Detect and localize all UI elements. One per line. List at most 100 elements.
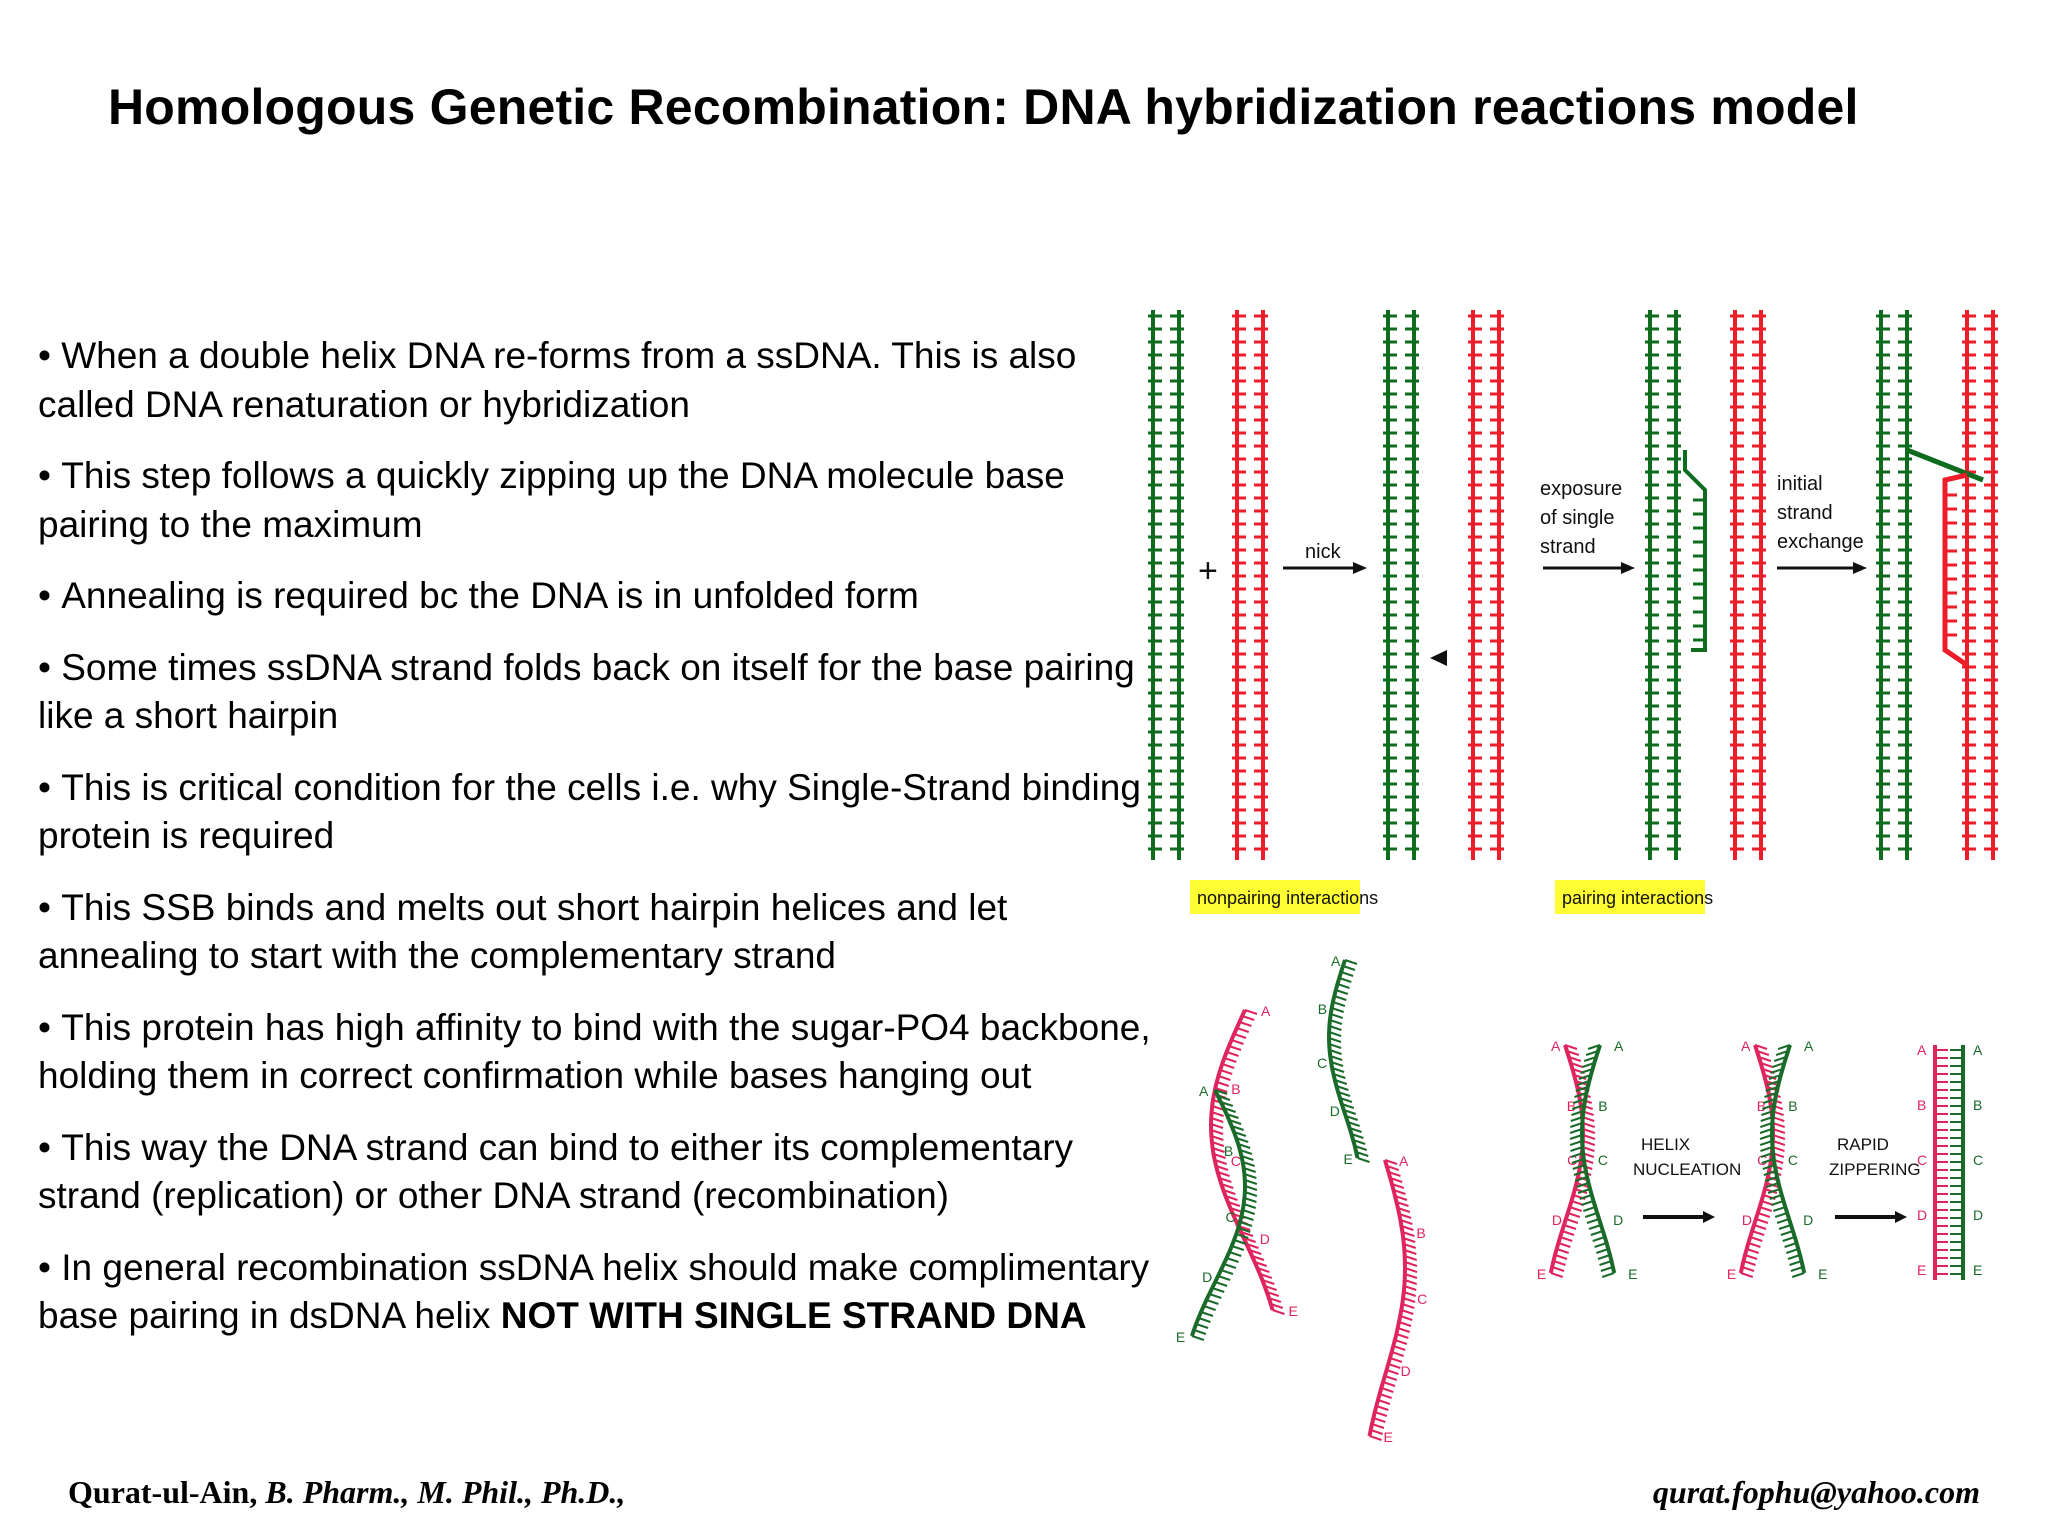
bullet-item-last: In general recombination ssDNA helix sho… <box>38 1244 1158 1341</box>
base-label: E <box>1818 1266 1827 1282</box>
base-label: E <box>1628 1266 1637 1282</box>
base-label: B <box>1231 1081 1240 1097</box>
base-label: D <box>1742 1212 1752 1228</box>
bullet-item: When a double helix DNA re-forms from a … <box>38 332 1158 429</box>
pairing-label: pairing interactions <box>1562 888 1713 908</box>
bullet-item: This SSB binds and melts out short hairp… <box>38 884 1158 981</box>
base-label: A <box>1399 1153 1409 1169</box>
nonpairing-highlight <box>1190 880 1360 914</box>
bullet-item: This is critical condition for the cells… <box>38 764 1158 861</box>
pink-strand-2: A B C D E <box>1367 1153 1427 1445</box>
base-label: B <box>1416 1225 1425 1241</box>
base-label: B <box>1598 1098 1607 1114</box>
green-strand-4: A B C D E <box>1759 1038 1828 1282</box>
base-label: C <box>1231 1153 1241 1169</box>
base-label: A <box>1917 1042 1927 1058</box>
red-duplex-4 <box>1962 310 1998 860</box>
pink-strand-3: A B C D E <box>1537 1038 1596 1282</box>
strand-exchange-crossover <box>1906 447 1984 668</box>
green-strand-1: A B C D E <box>1176 1083 1258 1345</box>
green-duplex-2 <box>1383 310 1419 860</box>
base-label: D <box>1260 1231 1270 1247</box>
base-label: E <box>1289 1303 1298 1319</box>
plus-sign: + <box>1198 552 1218 590</box>
base-label: A <box>1331 953 1341 969</box>
base-label: C <box>1788 1152 1798 1168</box>
bullet-item: This step follows a quickly zipping up t… <box>38 452 1158 549</box>
base-label: A <box>1614 1038 1624 1054</box>
exposure-label-2: of single <box>1540 507 1615 529</box>
author-name: Qurat-ul-Ain, <box>68 1474 258 1510</box>
base-label: E <box>1973 1262 1982 1278</box>
base-label: D <box>1401 1363 1411 1379</box>
base-label: E <box>1917 1262 1926 1278</box>
initial-exchange-arrow: initial strand exchange <box>1777 473 1867 574</box>
exposure-label-3: strand <box>1540 536 1596 558</box>
base-label: A <box>1261 1003 1271 1019</box>
nick-arrow: nick <box>1283 541 1367 574</box>
base-label: A <box>1973 1042 1983 1058</box>
red-duplex-1 <box>1232 310 1268 860</box>
base-label: B <box>1973 1097 1982 1113</box>
base-label: D <box>1613 1212 1623 1228</box>
bullet-item: Annealing is required bc the DNA is in u… <box>38 572 1158 621</box>
base-label: B <box>1567 1098 1576 1114</box>
bullet-item: This way the DNA strand can bind to eith… <box>38 1124 1158 1221</box>
base-label: C <box>1973 1152 1983 1168</box>
helix-nucleation-label-1: HELIX <box>1641 1135 1690 1154</box>
exposed-single-strand <box>1683 450 1707 652</box>
helix-nucleation-label-2: NUCLEATION <box>1633 1160 1741 1179</box>
base-label: E <box>1384 1429 1393 1445</box>
base-label: B <box>1757 1098 1766 1114</box>
hybridization-diagram: nonpairing interactions pairing interact… <box>1176 880 1983 1445</box>
base-label: A <box>1199 1083 1209 1099</box>
base-label: E <box>1537 1266 1546 1282</box>
base-label: D <box>1803 1212 1813 1228</box>
base-label: D <box>1917 1207 1927 1223</box>
base-label: C <box>1417 1291 1427 1307</box>
strand-exchange-diagram: + nick exposure of single strand initial… <box>1148 310 1998 860</box>
rapid-zippering-label-2: ZIPPERING <box>1829 1160 1921 1179</box>
red-duplex-3 <box>1730 310 1766 860</box>
base-label: A <box>1551 1038 1561 1054</box>
base-label: C <box>1917 1152 1927 1168</box>
bullet-bold-text: NOT WITH SINGLE STRAND DNA <box>500 1295 1087 1336</box>
base-label: D <box>1552 1212 1562 1228</box>
base-label: B <box>1788 1098 1797 1114</box>
author-credentials: B. Pharm., M. Phil., Ph.D., <box>257 1474 626 1510</box>
bullet-list: When a double helix DNA re-forms from a … <box>38 332 1158 1364</box>
bullet-item: Some times ssDNA strand folds back on it… <box>38 644 1158 741</box>
initial-label-2: strand <box>1777 502 1833 524</box>
green-duplex-4 <box>1876 310 1912 860</box>
initial-label-1: initial <box>1777 473 1823 495</box>
bullet-text: In general recombination ssDNA helix sho… <box>38 1246 1150 1337</box>
base-label: C <box>1226 1209 1236 1225</box>
base-label: C <box>1567 1152 1577 1168</box>
base-label: E <box>1176 1329 1185 1345</box>
pairing-highlight <box>1555 880 1705 914</box>
rapid-zippering-label-1: RAPID <box>1837 1135 1889 1154</box>
red-duplex-2 <box>1468 310 1504 860</box>
base-label: E <box>1727 1266 1736 1282</box>
exposure-arrow: exposure of single strand <box>1540 478 1635 574</box>
bullet-item: This protein has high affinity to bind w… <box>38 1004 1158 1101</box>
nonpairing-label: nonpairing interactions <box>1197 888 1378 908</box>
base-label: A <box>1804 1038 1814 1054</box>
base-label: D <box>1330 1103 1340 1119</box>
green-duplex-1 <box>1148 310 1184 860</box>
slide-title: Homologous Genetic Recombination: DNA hy… <box>108 79 1859 135</box>
footer-author: Qurat-ul-Ain, B. Pharm., M. Phil., Ph.D.… <box>68 1474 625 1511</box>
green-strand-3: A B C D E <box>1569 1038 1638 1282</box>
green-duplex-3 <box>1645 310 1681 860</box>
final-duplex: A A B B C C D D E E <box>1917 1042 1983 1280</box>
nick-label: nick <box>1305 541 1342 563</box>
base-label: A <box>1741 1038 1751 1054</box>
initial-label-3: exchange <box>1777 531 1864 553</box>
base-label: D <box>1973 1207 1983 1223</box>
base-label: D <box>1202 1269 1212 1285</box>
base-label: C <box>1598 1152 1608 1168</box>
base-label: B <box>1917 1097 1926 1113</box>
base-label: E <box>1344 1151 1353 1167</box>
footer-email: qurat.fophu@yahoo.com <box>1652 1474 1980 1510</box>
